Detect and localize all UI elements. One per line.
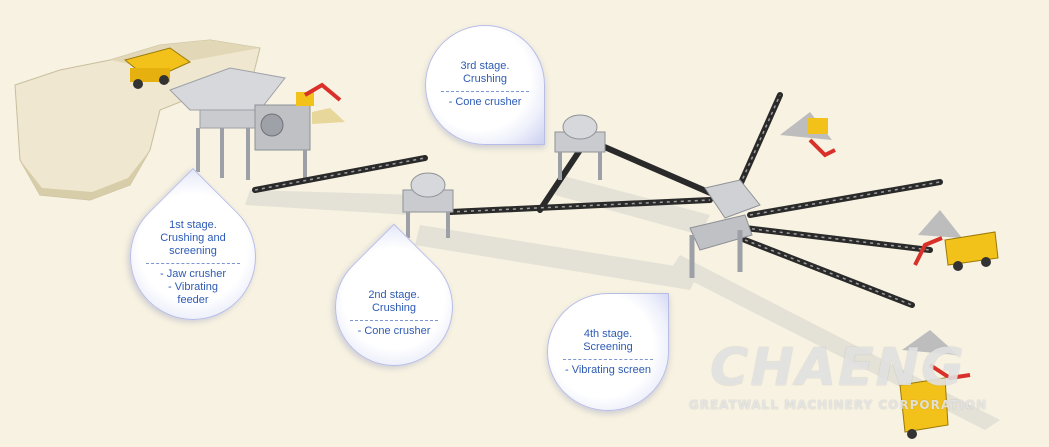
stage-1-divider — [146, 263, 239, 264]
vibrating-screen-icon — [690, 180, 760, 278]
stockpile-icon — [780, 112, 835, 155]
stockpile-icon — [915, 210, 998, 271]
stage-bubble-4-content: 4th stage. Screening - Vibrating screen — [547, 293, 669, 411]
stage-4-equipment: - Vibrating screen — [565, 364, 651, 377]
stage-3-title: 3rd stage. Crushing — [461, 60, 510, 86]
brand-logo-text: CHAENG — [688, 340, 988, 396]
stage-3-equipment: - Cone crusher — [449, 96, 522, 109]
stage-1-equipment: - Jaw crusher - Vibrating feeder — [160, 268, 226, 307]
stage-4-title: 4th stage. Screening — [583, 328, 633, 354]
stage-2-divider — [350, 320, 437, 321]
cone-crusher-icon — [555, 115, 605, 180]
stage-2-equipment: - Cone crusher — [358, 325, 431, 338]
stage-bubble-3-content: 3rd stage. Crushing - Cone crusher — [425, 24, 545, 144]
stage-4-divider — [563, 359, 653, 360]
stage-1-title: 1st stage. Crushing and screening — [160, 219, 225, 258]
stage-2-title: 2nd stage. Crushing — [368, 289, 419, 315]
stage-bubble-1-content: 1st stage. Crushing and screening - Jaw … — [130, 200, 256, 326]
jaw-crusher-icon — [170, 68, 310, 182]
stage-bubble-2-content: 2nd stage. Crushing - Cone crusher — [335, 254, 453, 372]
brand-watermark: CHAENG GREATWALL MACHINERY CORPORATION — [688, 340, 988, 412]
stage-3-divider — [441, 91, 530, 92]
brand-subtitle: GREATWALL MACHINERY CORPORATION — [688, 398, 988, 412]
